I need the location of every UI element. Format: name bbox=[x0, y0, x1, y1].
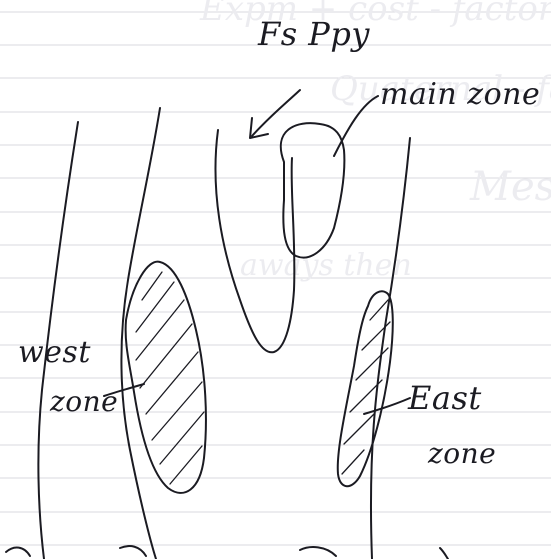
hatch-stroke bbox=[342, 450, 364, 474]
main-zone-label: main zone bbox=[380, 80, 540, 110]
faded-text-line: Mesh some use bbox=[469, 164, 551, 210]
west-zone-label-line1: west bbox=[18, 338, 91, 368]
fs-ppy-arrow-shaft bbox=[252, 90, 300, 136]
bottom-scribble bbox=[440, 548, 448, 559]
faded-bleed-through-text: Expm + cost - factors Quaternal - fairly… bbox=[199, 0, 551, 283]
east-zone-label-line1: East bbox=[408, 382, 482, 414]
bottom-scribble bbox=[300, 547, 336, 556]
bottom-scribble bbox=[6, 547, 30, 556]
east-channel-right-boundary bbox=[371, 138, 410, 559]
west-channel-right-boundary bbox=[121, 108, 160, 559]
west-zone-label-line2: zone bbox=[50, 388, 118, 416]
east-zone-shape bbox=[338, 291, 393, 486]
hatch-stroke bbox=[356, 348, 388, 380]
main-zone-shape bbox=[281, 123, 345, 257]
hatch-stroke bbox=[136, 300, 184, 360]
west-zone-shape bbox=[126, 262, 206, 493]
hatch-stroke bbox=[142, 272, 162, 300]
east-zone-label-line2: zone bbox=[428, 440, 496, 468]
central-trough-outline bbox=[215, 130, 294, 352]
hatch-stroke bbox=[362, 322, 390, 350]
hatch-stroke bbox=[146, 352, 198, 414]
hatch-stroke bbox=[344, 414, 374, 444]
hatch-stroke bbox=[160, 412, 204, 464]
hatch-stroke bbox=[136, 282, 174, 332]
fs-ppy-label: Fs Ppy bbox=[258, 18, 370, 50]
hatch-stroke bbox=[370, 300, 388, 320]
faded-text-line: aways then bbox=[240, 248, 412, 283]
bottom-scribble bbox=[120, 546, 146, 556]
hatch-stroke bbox=[152, 382, 202, 440]
faded-text-line: Expm + cost - factors bbox=[199, 0, 551, 29]
